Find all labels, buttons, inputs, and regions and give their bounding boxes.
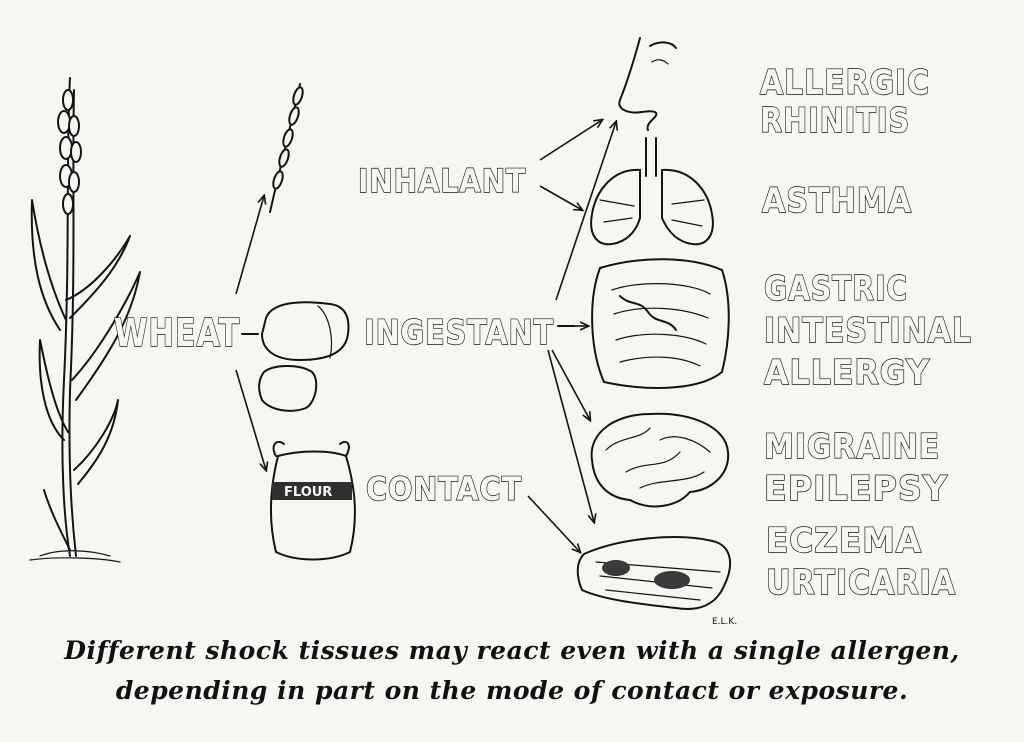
arrow-to-flour bbox=[235, 369, 266, 470]
figure-caption-line-2: depending in part on the mode of contact… bbox=[115, 676, 909, 705]
reaction-urticaria: URTICARIA bbox=[766, 563, 956, 603]
arrow-inhalant-nose bbox=[539, 120, 602, 161]
artist-signature: E.L.K. bbox=[712, 617, 737, 627]
flour-bag-illustration: FLOUR bbox=[269, 440, 356, 561]
mode-contact: CONTACT bbox=[366, 470, 522, 508]
reaction-eczema: ECZEMA bbox=[766, 521, 922, 561]
arrow-ingestant-skin bbox=[547, 349, 594, 522]
nose-profile-illustration bbox=[618, 37, 677, 131]
wheat-plant-illustration bbox=[29, 77, 141, 563]
arrow-ingestant-nose bbox=[555, 122, 616, 301]
arrow-ingestant-brain bbox=[551, 349, 590, 420]
mode-ingestant: INGESTANT bbox=[364, 313, 554, 353]
lungs-illustration bbox=[590, 137, 714, 246]
arrow-inhalant-lungs bbox=[539, 185, 582, 210]
reaction-migraine: MIGRAINE bbox=[764, 427, 940, 467]
reaction-allergic: ALLERGIC bbox=[760, 63, 930, 103]
reaction-allergy: ALLERGY bbox=[764, 353, 930, 393]
brain-illustration bbox=[590, 412, 730, 508]
reaction-asthma: ASTHMA bbox=[762, 181, 912, 221]
arrow-to-inhalant-source bbox=[235, 196, 264, 295]
bread-illustration bbox=[258, 301, 350, 412]
arrow-contact-skin bbox=[527, 495, 580, 552]
figure-caption-line-1: Different shock tissues may react even w… bbox=[64, 636, 960, 665]
flour-bag-label: FLOUR bbox=[284, 485, 332, 500]
reaction-rhinitis: RHINITIS bbox=[760, 101, 910, 141]
hand-illustration: E.L.K. bbox=[576, 536, 737, 627]
reaction-intestinal: INTESTINAL bbox=[764, 311, 972, 351]
reaction-gastric: GASTRIC bbox=[764, 269, 908, 309]
mode-inhalant: INHALANT bbox=[358, 162, 526, 200]
wheat-spike-illustration bbox=[269, 83, 304, 213]
wheat-label: WHEAT bbox=[114, 311, 240, 355]
reaction-epilepsy: EPILEPSY bbox=[764, 469, 948, 509]
intestine-illustration bbox=[591, 258, 730, 389]
wheat-head bbox=[57, 89, 82, 215]
